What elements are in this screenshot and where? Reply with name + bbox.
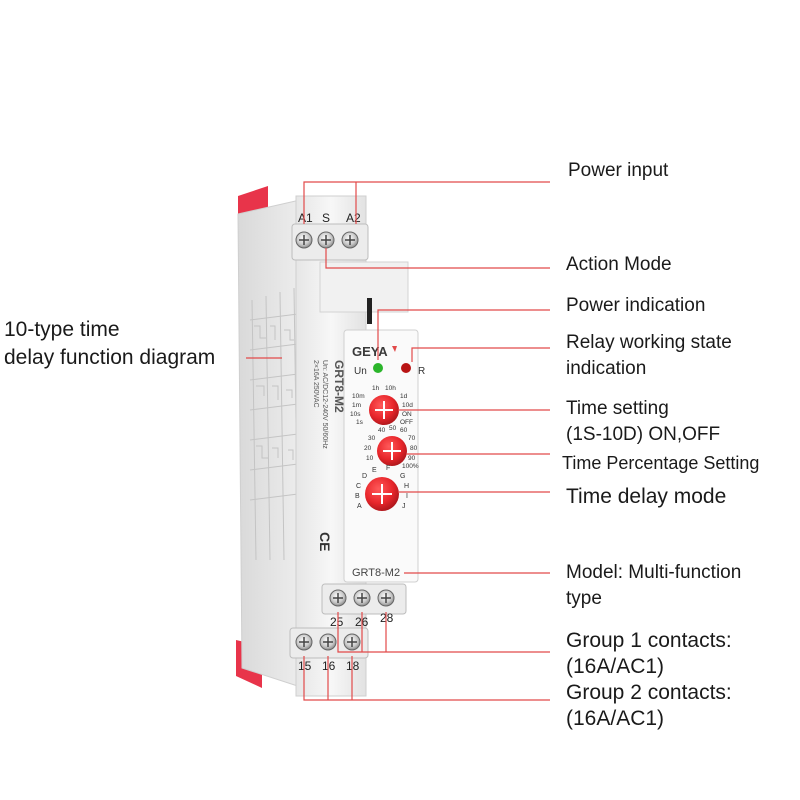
dial-tick-label: 70: [408, 435, 416, 442]
dial-tick-label: B: [355, 493, 360, 500]
screws-mid: [329, 589, 395, 607]
dial-tick-label: 50: [389, 425, 397, 432]
dial-tick-label: 80: [410, 445, 418, 452]
function-diagram-grid: [249, 287, 299, 561]
dial-tick-label: 60: [400, 427, 408, 434]
callout-group1: Group 1 contacts: (16A/AC1): [566, 628, 732, 680]
dial-percentage: 40 50 60 30 70 20 80 10 90 100%: [364, 425, 419, 470]
dial-tick-label: 10s: [350, 411, 361, 418]
leader-power-input: [303, 181, 550, 224]
dial-tick-label: I: [406, 493, 408, 500]
terminal-label: A1: [298, 211, 313, 225]
dial-tick-label: ON: [402, 411, 412, 418]
terminal-label: S: [322, 211, 330, 225]
dial-tick-label: 1h: [372, 385, 380, 392]
terminal-label: 25: [330, 615, 344, 629]
dial-tick-label: D: [362, 473, 367, 480]
callout-action-mode: Action Mode: [566, 252, 672, 278]
ce-mark: CE: [317, 532, 333, 551]
callout-text: Time Percentage Setting: [562, 453, 760, 473]
dial-tick-label: F: [386, 465, 390, 472]
dial-tick-label: G: [400, 473, 405, 480]
dial-tick-label: 10: [366, 455, 374, 462]
side-model-label: GRT8-M2: [332, 360, 346, 413]
callout-time-delay-mode: Time delay mode: [566, 484, 726, 510]
leader-lines: [246, 181, 550, 701]
terminal-label: 15: [298, 659, 312, 673]
dial-delay-mode: E F D G C H B I A J: [355, 465, 409, 511]
dial-tick-label: 90: [408, 455, 416, 462]
dial-tick-label: 1d: [400, 393, 408, 400]
terminal-label: 16: [322, 659, 336, 673]
callout-text: Power input: [568, 160, 669, 181]
leader-group2: [303, 656, 550, 701]
terminal-label: 18: [346, 659, 360, 673]
led-r-label: R: [418, 366, 425, 377]
switch-indicator: [367, 298, 372, 324]
callout-text: Relay working state: [566, 332, 732, 353]
brand-logo: GEYA: [352, 344, 388, 359]
dial-tick-label: E: [372, 467, 377, 474]
callout-model: Model: Multi-function type: [566, 560, 741, 612]
leader-group1: [337, 612, 550, 653]
callout-text: Action Mode: [566, 254, 672, 275]
callout-text: type: [566, 588, 602, 609]
callout-text: 10-type time: [4, 318, 120, 341]
dial-tick-label: 30: [368, 435, 376, 442]
callout-text: Group 2 contacts:: [566, 681, 732, 704]
dial-tick-label: C: [356, 483, 361, 490]
dial-tick-label: 100%: [402, 463, 419, 470]
dial-tick-label: 10m: [352, 393, 365, 400]
callout-power-indication: Power indication: [566, 293, 705, 319]
callout-text: delay function diagram: [4, 346, 216, 369]
callout-text: Model: Multi-function: [566, 562, 742, 583]
screws-top: [295, 231, 359, 249]
dial-tick-label: 20: [364, 445, 372, 452]
dial-tick-label: 1s: [356, 419, 364, 426]
callout-text: (1S-10D) ON,OFF: [566, 424, 721, 445]
led-un-green: [373, 363, 383, 373]
dial-tick-label: 1m: [352, 402, 361, 409]
led-un-label: Un: [354, 366, 367, 377]
dial-tick-label: A: [357, 503, 362, 510]
callout-text: (16A/AC1): [566, 655, 665, 678]
dial-tick-label: 10h: [385, 385, 396, 392]
callout-text: Time delay mode: [566, 485, 727, 508]
side-rating-2: 2×16A 250VAC: [312, 360, 319, 408]
callout-time-setting: Time setting (1S-10D) ON,OFF: [566, 396, 720, 448]
callout-function-diagram: 10-type time delay function diagram: [4, 316, 215, 372]
dial-time-range: 1h 10h 10m 1d 1m 10d 10s ON 1s OFF: [350, 385, 413, 426]
terminal-label: A2: [346, 211, 361, 225]
callout-time-percentage: Time Percentage Setting: [562, 450, 759, 476]
dial-tick-label: 10d: [402, 402, 413, 409]
dial-tick-label: 40: [378, 427, 386, 434]
leader-action-mode: [325, 248, 550, 269]
dial-tick-label: H: [404, 483, 409, 490]
callout-text: Group 1 contacts:: [566, 629, 732, 652]
leader-relay-state: [411, 347, 550, 362]
leader-power-indication: [377, 309, 550, 360]
callout-text: (16A/AC1): [566, 707, 665, 730]
screws-bottom: [295, 633, 361, 651]
callout-relay-state: Relay working state indication: [566, 330, 732, 382]
front-model-label: GRT8-M2: [352, 567, 400, 579]
callout-power-input: Power input: [568, 158, 668, 184]
upper-shoulder: [319, 261, 409, 313]
callout-group2: Group 2 contacts: (16A/AC1): [566, 680, 732, 732]
terminal-label: 28: [380, 611, 394, 625]
dial-tick-label: OFF: [400, 419, 413, 426]
callout-text: Power indication: [566, 295, 706, 316]
led-r-red: [401, 363, 411, 373]
dial-tick-label: J: [402, 503, 406, 510]
callout-text: indication: [566, 358, 647, 379]
brand-logo-mark: [392, 346, 397, 352]
side-rating-1: Un: AC/DC12-240V 50/60Hz: [321, 360, 328, 449]
callout-text: Time setting: [566, 398, 669, 419]
